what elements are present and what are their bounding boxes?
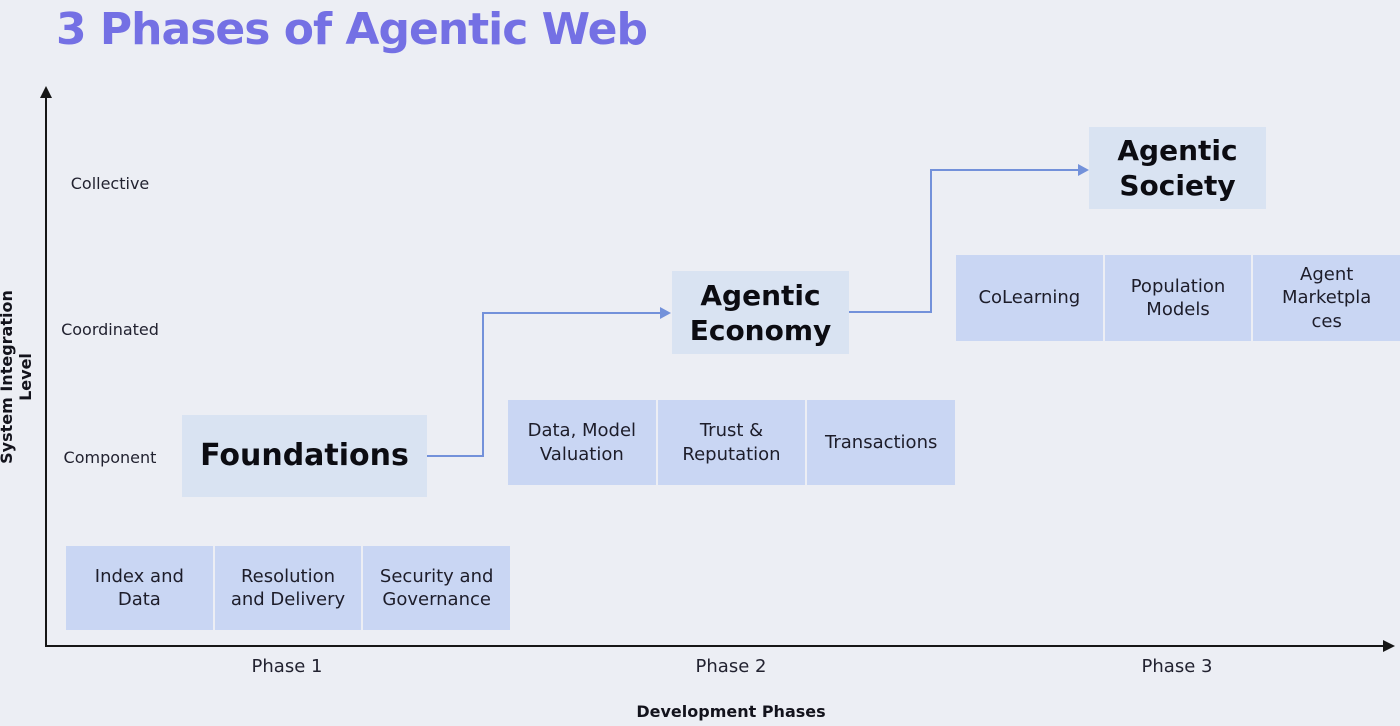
sub-box-data-model-valuation: Data, Model Valuation <box>508 400 656 485</box>
sub-box-security-and-governance: Security and Governance <box>363 546 511 630</box>
y-axis-arrowhead-icon <box>40 86 52 98</box>
x-axis-title: Development Phases <box>636 702 826 721</box>
x-tick-phase-3: Phase 3 <box>1141 656 1213 677</box>
x-tick-phase-2: Phase 2 <box>695 656 767 677</box>
y-tick-component: Component <box>63 448 157 467</box>
connector-economy-to-society-segment <box>849 311 932 313</box>
y-tick-collective: Collective <box>70 174 150 193</box>
connector-arrowhead-economy-icon <box>660 307 671 319</box>
x-tick-phase-1: Phase 1 <box>251 656 323 677</box>
phase-2-sub-boxes: Data, Model Valuation Trust & Reputation… <box>508 400 956 485</box>
y-axis-line <box>45 97 47 647</box>
x-axis-line <box>45 645 1385 647</box>
sub-box-index-and-data: Index and Data <box>66 546 213 630</box>
phase-3-sub-boxes: CoLearning Population Models Agent Marke… <box>956 255 1400 341</box>
main-box-foundations: Foundations <box>182 415 427 497</box>
sub-box-resolution-and-delivery: Resolution and Delivery <box>214 546 362 630</box>
connector-foundations-to-economy-segment <box>427 455 484 457</box>
connector-foundations-to-economy-segment <box>482 312 662 314</box>
main-box-agentic-economy: Agentic Economy <box>672 271 849 354</box>
page-title: 3 Phases of Agentic Web <box>56 4 648 55</box>
connector-economy-to-society-segment <box>930 169 932 313</box>
x-axis-arrowhead-icon <box>1383 640 1395 652</box>
connector-arrowhead-society-icon <box>1078 164 1089 176</box>
sub-box-agent-marketplaces-label: Agent Marketplaces <box>1282 263 1372 332</box>
connector-economy-to-society-segment <box>930 169 1080 171</box>
phase-1-sub-boxes: Index and Data Resolution and Delivery S… <box>66 546 511 630</box>
sub-box-trust-reputation: Trust & Reputation <box>657 400 806 485</box>
sub-box-agent-marketplaces: Agent Marketplaces <box>1253 255 1400 341</box>
y-axis-title: System Integration Level <box>0 290 35 464</box>
main-box-agentic-society: Agentic Society <box>1089 127 1266 209</box>
sub-box-population-models: Population Models <box>1104 255 1252 341</box>
y-tick-coordinated: Coordinated <box>61 320 159 339</box>
sub-box-colearning: CoLearning <box>956 255 1103 341</box>
sub-box-transactions: Transactions <box>807 400 956 485</box>
connector-foundations-to-economy-segment <box>482 312 484 457</box>
